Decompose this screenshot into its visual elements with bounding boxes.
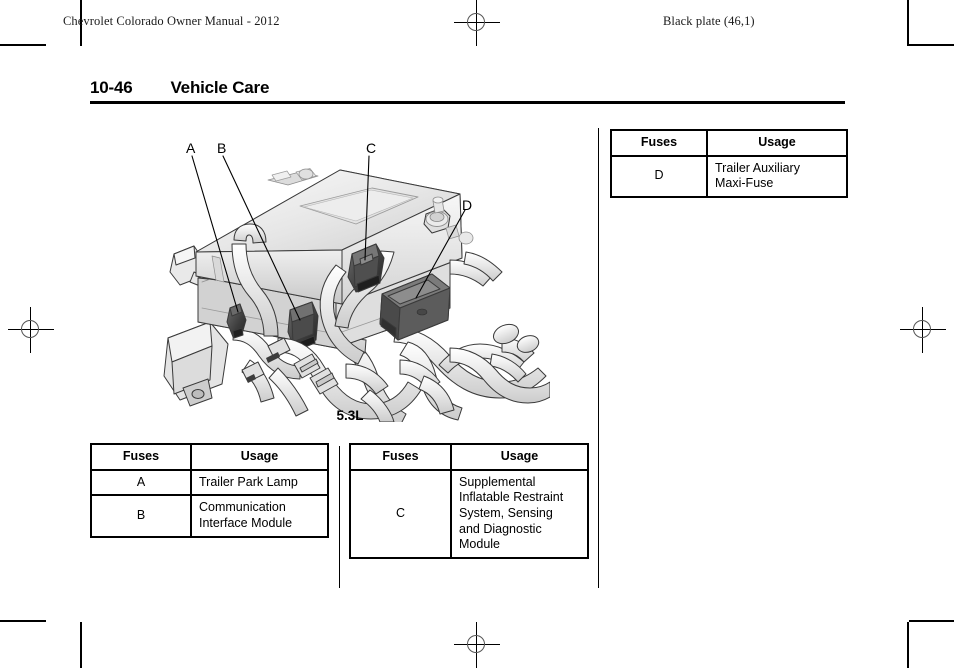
column-rule-right	[598, 128, 599, 588]
registration-mark-left	[8, 307, 54, 353]
fuse-id-cell: A	[90, 468, 192, 497]
crop-mark-top-left-vertical	[80, 0, 82, 46]
column-header-fuses: Fuses	[610, 129, 708, 157]
callout-label-d: D	[462, 197, 473, 213]
page-title: 10-46 Vehicle Care	[90, 78, 845, 98]
column-header-usage: Usage	[706, 129, 848, 157]
fuse-id-cell: B	[90, 494, 192, 538]
column-header-usage: Usage	[190, 443, 329, 471]
fuse-usage-cell: Trailer Park Lamp	[190, 468, 329, 497]
column-header-usage: Usage	[450, 443, 589, 471]
callout-label-b: B	[217, 140, 227, 156]
crop-mark-top-right-horizontal	[909, 44, 954, 46]
column-header-fuses: Fuses	[349, 443, 452, 471]
crop-mark-bottom-right-vertical	[907, 622, 909, 668]
column-rule-center	[339, 446, 340, 588]
table-header-row: Fuses Usage	[349, 443, 589, 471]
table-row: A Trailer Park Lamp	[90, 468, 329, 497]
running-head-right: Black plate (46,1)	[663, 14, 755, 28]
crop-mark-top-right-vertical	[907, 0, 909, 46]
table-header-row: Fuses Usage	[90, 443, 329, 471]
section-title: Vehicle Care	[170, 78, 270, 97]
fuse-id-cell: C	[349, 468, 452, 559]
table-header-row: Fuses Usage	[610, 129, 848, 157]
crop-mark-bottom-right-horizontal	[909, 620, 954, 622]
fuse-block-illustration	[150, 132, 550, 422]
fuse-table-ab: Fuses Usage A Trailer Park Lamp B Commun…	[90, 443, 329, 538]
callout-label-c: C	[366, 140, 377, 156]
registration-mark-bottom	[454, 622, 500, 668]
crop-mark-top-left-horizontal	[0, 44, 46, 46]
fuse-id-cell: D	[610, 154, 708, 198]
column-header-fuses: Fuses	[90, 443, 192, 471]
running-head-left: Chevrolet Colorado Owner Manual - 2012	[63, 14, 280, 28]
fuse-block-diagram-svg	[163, 155, 550, 422]
registration-mark-top	[454, 0, 500, 46]
figure-caption: 5.3L	[336, 408, 364, 423]
registration-mark-right	[900, 307, 946, 353]
page-number: 10-46	[90, 78, 133, 97]
crop-mark-bottom-left-vertical	[80, 622, 82, 668]
crop-mark-bottom-left-horizontal	[0, 620, 46, 622]
title-rule	[90, 101, 845, 104]
callout-label-a: A	[186, 140, 196, 156]
